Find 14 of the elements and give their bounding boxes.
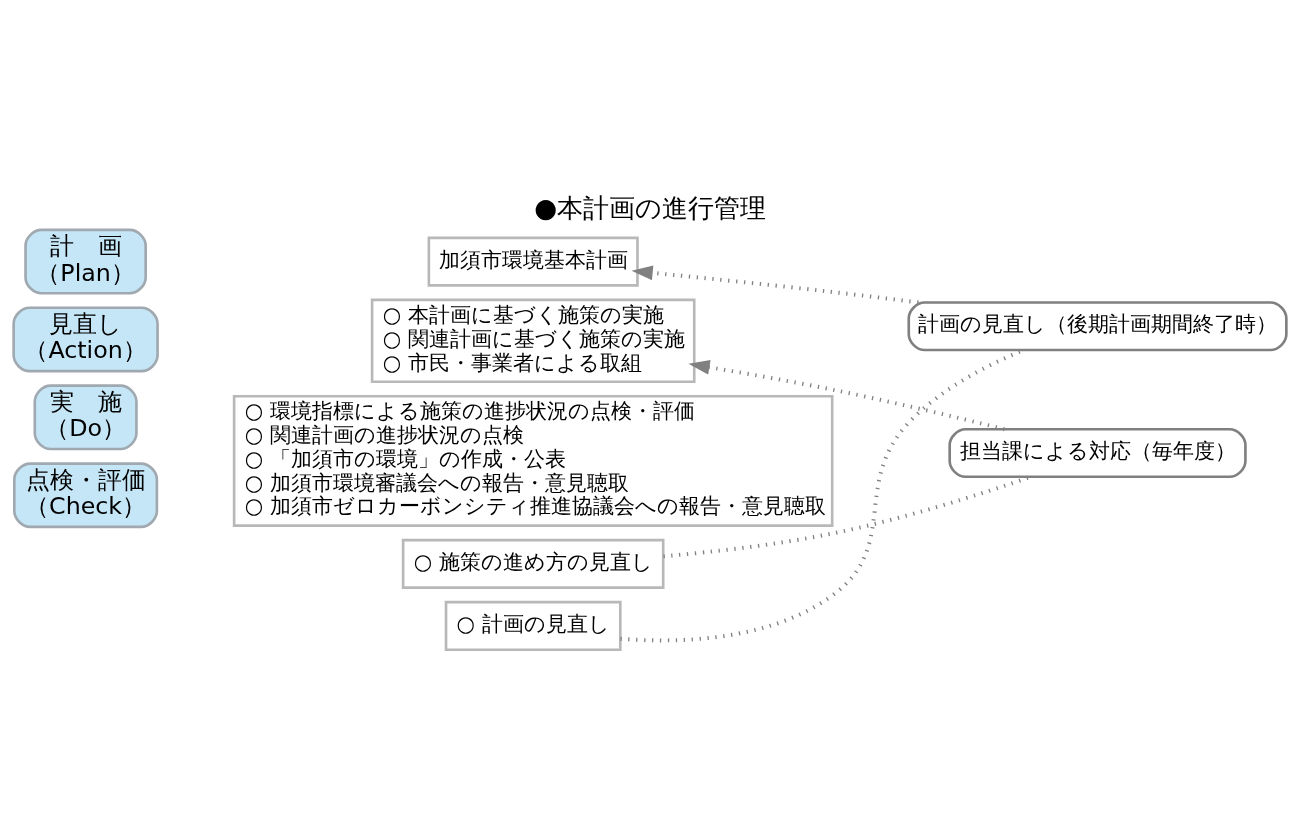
arrow — [688, 359, 1005, 431]
node-box: ○ 施策の進め方の見直し — [401, 538, 665, 589]
node-box: 点検・評価 （Check） — [13, 461, 159, 528]
node-box: 計画の見直し（後期計画期間終了時） — [907, 300, 1288, 351]
node-box: ○ 計画の見直し — [444, 600, 622, 651]
node-box: 見直し （Action） — [12, 305, 159, 372]
node-box: 加須市環境基本計画 — [427, 236, 639, 287]
node-box: 担当課による対応（毎年度） — [948, 427, 1247, 478]
node-box: 計 画 （Plan） — [24, 228, 147, 295]
node-box: 実 施 （Do） — [33, 383, 138, 450]
diagram-title: ●本計画の進行管理 — [533, 191, 767, 223]
node-box: ○ 本計画に基づく施策の実施 ○ 関連計画に基づく施策の実施 ○ 市民・事業者による取組 — [370, 298, 696, 383]
arrow — [631, 265, 919, 304]
node-box: ○ 環境指標による施策の進捗状況の点検・評価 ○ 関連計画の進捗状況の点検 ○ 「加須市の環境」の作成・公表 ○ 加須市環境審議会への報告・意見聴取 ○ 加須市ゼロカーボンシティ推進協議会への報告・意見聴取 — [232, 394, 834, 527]
